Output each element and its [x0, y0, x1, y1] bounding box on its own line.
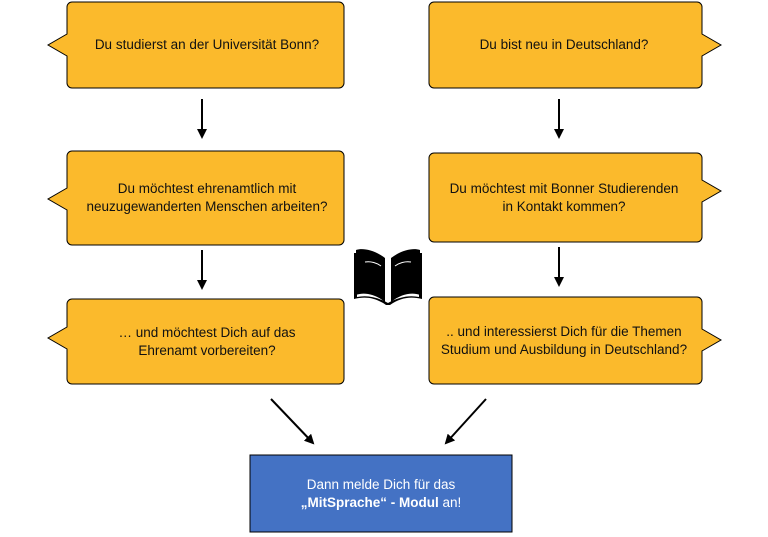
bubble-right-2	[428, 152, 722, 243]
bubble-left-1	[47, 1, 345, 89]
bubble-left-3	[47, 298, 345, 385]
bubble-left-2	[47, 150, 345, 246]
result-box	[249, 454, 513, 533]
open-book-icon	[354, 249, 422, 305]
arrow-diagonal-right	[444, 398, 487, 445]
arrow-diagonal-left	[270, 398, 315, 445]
bubble-right-3	[428, 296, 722, 385]
bubble-right-1	[428, 1, 722, 89]
